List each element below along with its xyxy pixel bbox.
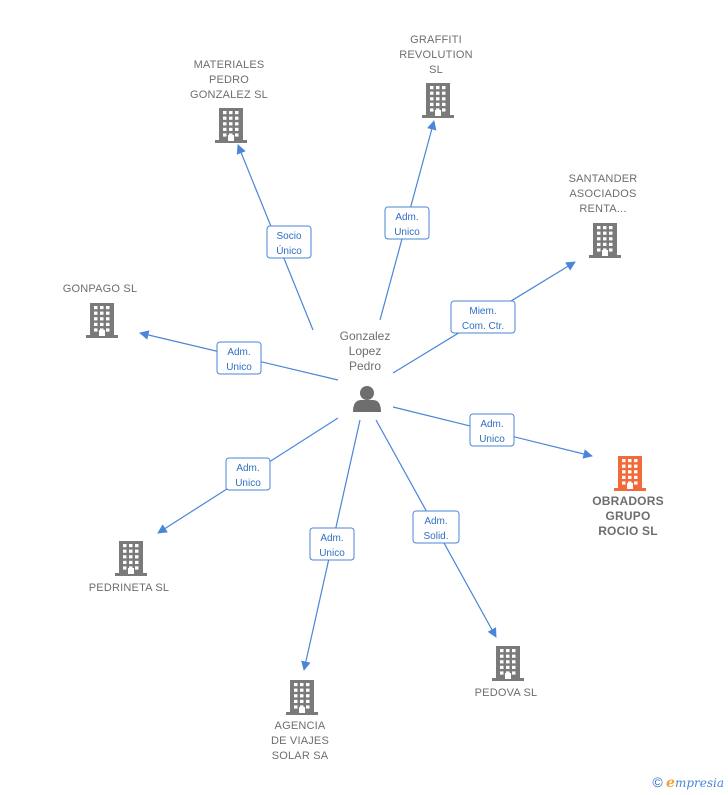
edge-label-line: Unico bbox=[319, 548, 345, 559]
building-icon[interactable] bbox=[492, 646, 524, 681]
node-materiales-pedro-gonzalez-sl-label-line: GONZALEZ SL bbox=[190, 89, 268, 101]
node-graffiti-revolution-sl-label-line: SL bbox=[429, 64, 443, 76]
brand-logo[interactable]: empresia bbox=[666, 775, 724, 791]
node-pedova-sl-label: PEDOVA SL bbox=[475, 687, 538, 699]
building-icon[interactable] bbox=[589, 223, 621, 258]
node-materiales-pedro-gonzalez-sl-label: MATERIALES PEDRO GONZALEZ SL bbox=[190, 59, 268, 101]
node-graffiti-revolution-sl-label: GRAFFITI REVOLUTION SL bbox=[399, 34, 473, 76]
edge-label-line: Adm. bbox=[227, 347, 250, 358]
edge-graffiti-revolution-sl[interactable]: Adm. Unico bbox=[379, 120, 437, 321]
node-pedova-sl-label-line: PEDOVA SL bbox=[475, 687, 538, 699]
edge-label: Adm. Unico bbox=[394, 212, 420, 238]
node-graffiti-revolution-sl-label-line: REVOLUTION bbox=[399, 49, 473, 61]
copyright-symbol: © bbox=[652, 774, 663, 790]
edge-label-line: Adm. bbox=[480, 419, 503, 430]
edge-label: Adm. Solid. bbox=[423, 516, 448, 542]
node-santander-asociados-renta-label-line: SANTANDER bbox=[569, 173, 638, 185]
edge-label-line: Unico bbox=[479, 434, 505, 445]
edge-label: Miem. Com. Ctr. bbox=[462, 306, 504, 332]
edge-agencia-de-viajes-solar-sa[interactable]: Adm. Unico bbox=[301, 419, 361, 671]
node-pedrineta-sl-label-line: PEDRINETA SL bbox=[89, 582, 169, 594]
node-agencia-de-viajes-solar-sa-label: AGENCIA DE VIAJES SOLAR SA bbox=[271, 720, 329, 762]
node-agencia-de-viajes-solar-sa-label-line: DE VIAJES bbox=[271, 735, 329, 747]
edge-label-box bbox=[469, 413, 515, 447]
edge-label-line: Único bbox=[276, 244, 302, 257]
building-icon[interactable] bbox=[115, 541, 147, 576]
node-santander-asociados-renta[interactable]: SANTANDER ASOCIADOS RENTA... bbox=[569, 173, 638, 258]
edge-pedova-sl[interactable]: Adm. Solid. bbox=[375, 419, 497, 638]
node-obradors-grupo-rocio-sl-label-line: GRUPO bbox=[605, 509, 650, 523]
center-node-label-line: Gonzalez bbox=[340, 329, 391, 343]
node-santander-asociados-renta-label: SANTANDER ASOCIADOS RENTA... bbox=[569, 173, 638, 215]
edge-label-line: Solid. bbox=[423, 531, 448, 542]
building-icon[interactable] bbox=[215, 108, 247, 143]
edge-label-box bbox=[225, 457, 271, 491]
edge-label: Adm. Unico bbox=[235, 463, 261, 489]
node-gonpago-sl[interactable]: GONPAGO SL bbox=[63, 283, 138, 338]
edge-label-box bbox=[450, 300, 516, 334]
building-icon[interactable] bbox=[286, 680, 318, 715]
node-agencia-de-viajes-solar-sa-label-line: SOLAR SA bbox=[272, 750, 329, 762]
node-obradors-grupo-rocio-sl-label-line: ROCIO SL bbox=[598, 524, 658, 538]
edge-label-line: Unico bbox=[394, 227, 420, 238]
edge-label-box bbox=[384, 206, 430, 240]
node-obradors-grupo-rocio-sl-label-line: OBRADORS bbox=[592, 494, 664, 508]
edge-label-line: Adm. bbox=[320, 533, 343, 544]
node-santander-asociados-renta-label-line: ASOCIADOS bbox=[569, 188, 636, 200]
edge-label: Adm. Unico bbox=[479, 419, 505, 445]
edge-santander-asociados-renta[interactable]: Miem. Com. Ctr. bbox=[392, 261, 576, 374]
footer-brand: © empresia bbox=[652, 774, 724, 791]
node-santander-asociados-renta-label-line: RENTA... bbox=[579, 203, 626, 215]
edge-pedrineta-sl[interactable]: Adm. Unico bbox=[157, 417, 339, 534]
center-node-label-line: Pedro bbox=[349, 359, 381, 373]
node-graffiti-revolution-sl-label-line: GRAFFITI bbox=[410, 34, 462, 46]
edge-obradors-grupo-rocio-sl[interactable]: Adm. Unico bbox=[392, 406, 593, 459]
node-agencia-de-viajes-solar-sa-label-line: AGENCIA bbox=[275, 720, 326, 732]
edge-label-line: Unico bbox=[226, 362, 252, 373]
building-icon[interactable] bbox=[86, 303, 118, 338]
node-pedrineta-sl[interactable]: PEDRINETA SL bbox=[89, 541, 169, 594]
edge-label-line: Adm. bbox=[424, 516, 447, 527]
node-graffiti-revolution-sl[interactable]: GRAFFITI REVOLUTION SL bbox=[399, 34, 473, 118]
building-icon[interactable] bbox=[422, 83, 454, 118]
node-gonpago-sl-label: GONPAGO SL bbox=[63, 283, 138, 295]
edge-label-box bbox=[266, 225, 312, 259]
edge-label-line: Com. Ctr. bbox=[462, 321, 504, 332]
node-gonpago-sl-label-line: GONPAGO SL bbox=[63, 283, 138, 295]
node-pedova-sl[interactable]: PEDOVA SL bbox=[475, 646, 538, 699]
edge-label-line: Adm. bbox=[395, 212, 418, 223]
edge-label-box bbox=[216, 341, 262, 375]
edge-gonpago-sl[interactable]: Adm. Unico bbox=[139, 330, 339, 381]
edge-label-box bbox=[412, 510, 460, 544]
center-node-label-line: Lopez bbox=[349, 344, 382, 358]
node-materiales-pedro-gonzalez-sl-label-line: MATERIALES bbox=[194, 59, 265, 71]
node-agencia-de-viajes-solar-sa[interactable]: AGENCIA DE VIAJES SOLAR SA bbox=[271, 680, 329, 762]
person-icon[interactable] bbox=[353, 386, 381, 412]
node-pedrineta-sl-label: PEDRINETA SL bbox=[89, 582, 169, 594]
edge-label-line: Socio bbox=[276, 231, 301, 242]
edge-label: Adm. Unico bbox=[319, 533, 345, 559]
building-icon[interactable] bbox=[614, 456, 646, 491]
node-materiales-pedro-gonzalez-sl-label-line: PEDRO bbox=[209, 74, 249, 86]
edge-label-box bbox=[309, 527, 355, 561]
node-materiales-pedro-gonzalez-sl[interactable]: MATERIALES PEDRO GONZALEZ SL bbox=[190, 59, 268, 143]
edge-label-line: Miem. bbox=[469, 306, 496, 317]
edge-label-line: Unico bbox=[235, 478, 261, 489]
nodes-layer: MATERIALES PEDRO GONZALEZ SL GRAFFITI REVOLU… bbox=[63, 34, 664, 762]
edge-label: Adm. Unico bbox=[226, 347, 252, 373]
edge-label-line: Adm. bbox=[236, 463, 259, 474]
